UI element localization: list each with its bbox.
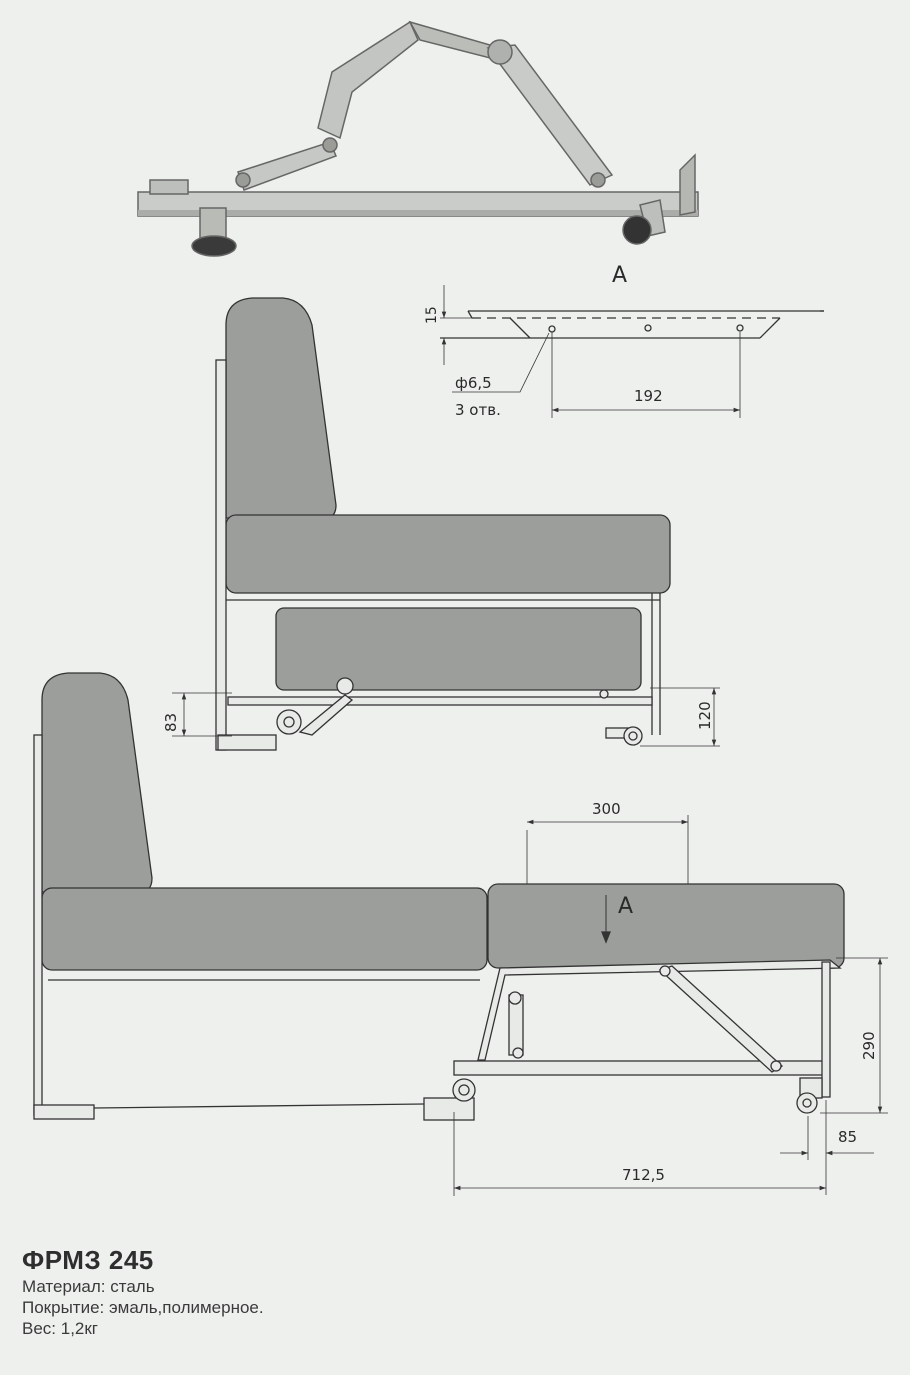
- view-a-label: А: [612, 263, 627, 288]
- dim-hole-count: 3 отв.: [455, 401, 501, 419]
- product-coating: Покрытие: эмаль,полимерное.: [22, 1298, 264, 1317]
- dim-712-5: 712,5: [622, 1166, 665, 1184]
- dim-290: 290: [860, 1031, 878, 1060]
- dim-83: 83: [162, 713, 180, 732]
- view-a-arrow-label: А: [618, 894, 633, 919]
- dim-120: 120: [696, 701, 714, 730]
- dim-300: 300: [592, 800, 621, 818]
- dim-192: 192: [634, 387, 663, 405]
- mechanism-photo: [137, 20, 699, 257]
- product-title: ФРМЗ 245: [22, 1245, 154, 1275]
- product-material: Материал: сталь: [22, 1277, 155, 1296]
- product-info: ФРМЗ 245 Материал: сталь Покрытие: эмаль…: [22, 1245, 264, 1339]
- folded-sofa-view: [172, 297, 720, 751]
- product-weight: Вес: 1,2кг: [22, 1319, 99, 1338]
- dim-hole-diameter: ф6,5: [455, 374, 492, 392]
- unfolded-sofa-view: [33, 672, 888, 1196]
- dim-85: 85: [838, 1128, 857, 1146]
- dim-15: 15: [424, 306, 440, 324]
- detail-view-a: [440, 285, 824, 418]
